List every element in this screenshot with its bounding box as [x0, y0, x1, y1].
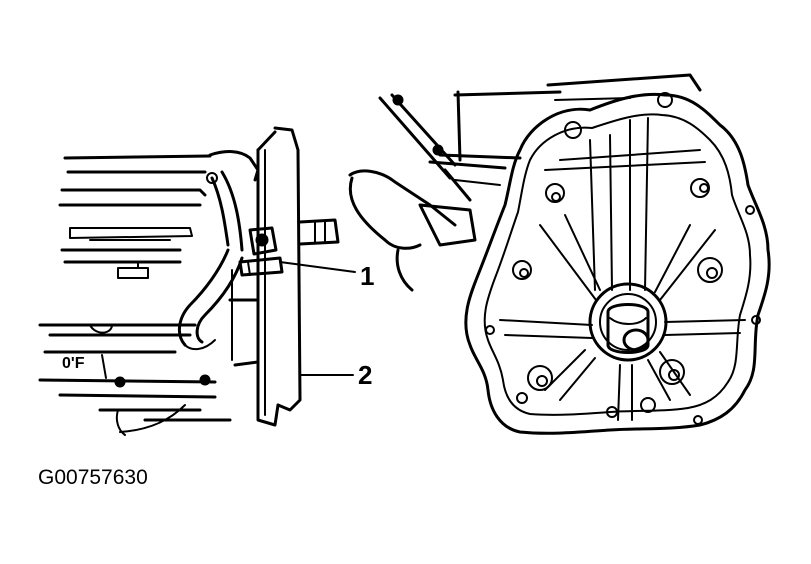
right-view-housing-face: [348, 73, 771, 435]
figure-id-label: G00757630: [38, 466, 148, 489]
callout-2: 2: [299, 360, 372, 390]
callout-1: 1: [279, 261, 374, 291]
callout-1-label: 1: [360, 261, 374, 291]
case-stamp-text: 0'F: [62, 355, 85, 372]
callout-2-label: 2: [358, 360, 372, 390]
left-view-transmission-side: 0'F: [38, 126, 340, 436]
